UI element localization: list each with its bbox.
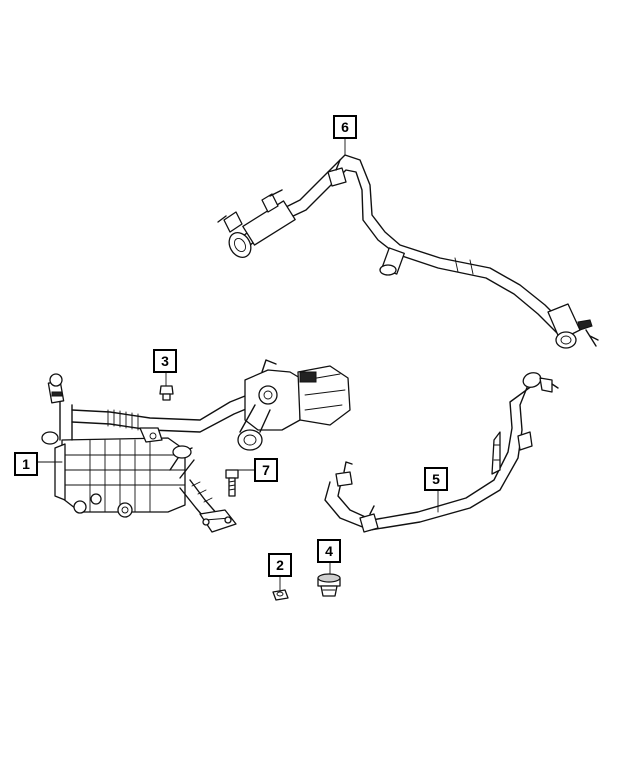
plug-part-4 bbox=[317, 573, 341, 597]
callout-2: 2 bbox=[268, 553, 292, 577]
coolant-hose-lower bbox=[324, 372, 559, 533]
callout-6: 6 bbox=[333, 115, 357, 139]
callout-3: 3 bbox=[153, 349, 177, 373]
callout-1: 1 bbox=[14, 452, 38, 476]
bolt-part-3 bbox=[159, 385, 174, 401]
callout-5: 5 bbox=[424, 467, 448, 491]
bolt-part-7 bbox=[225, 469, 239, 497]
coolant-tube-upper bbox=[217, 154, 599, 349]
callout-4: 4 bbox=[317, 539, 341, 563]
callout-7: 7 bbox=[254, 458, 278, 482]
nut-part-2 bbox=[272, 589, 289, 601]
egr-cooler-assembly bbox=[41, 359, 351, 533]
